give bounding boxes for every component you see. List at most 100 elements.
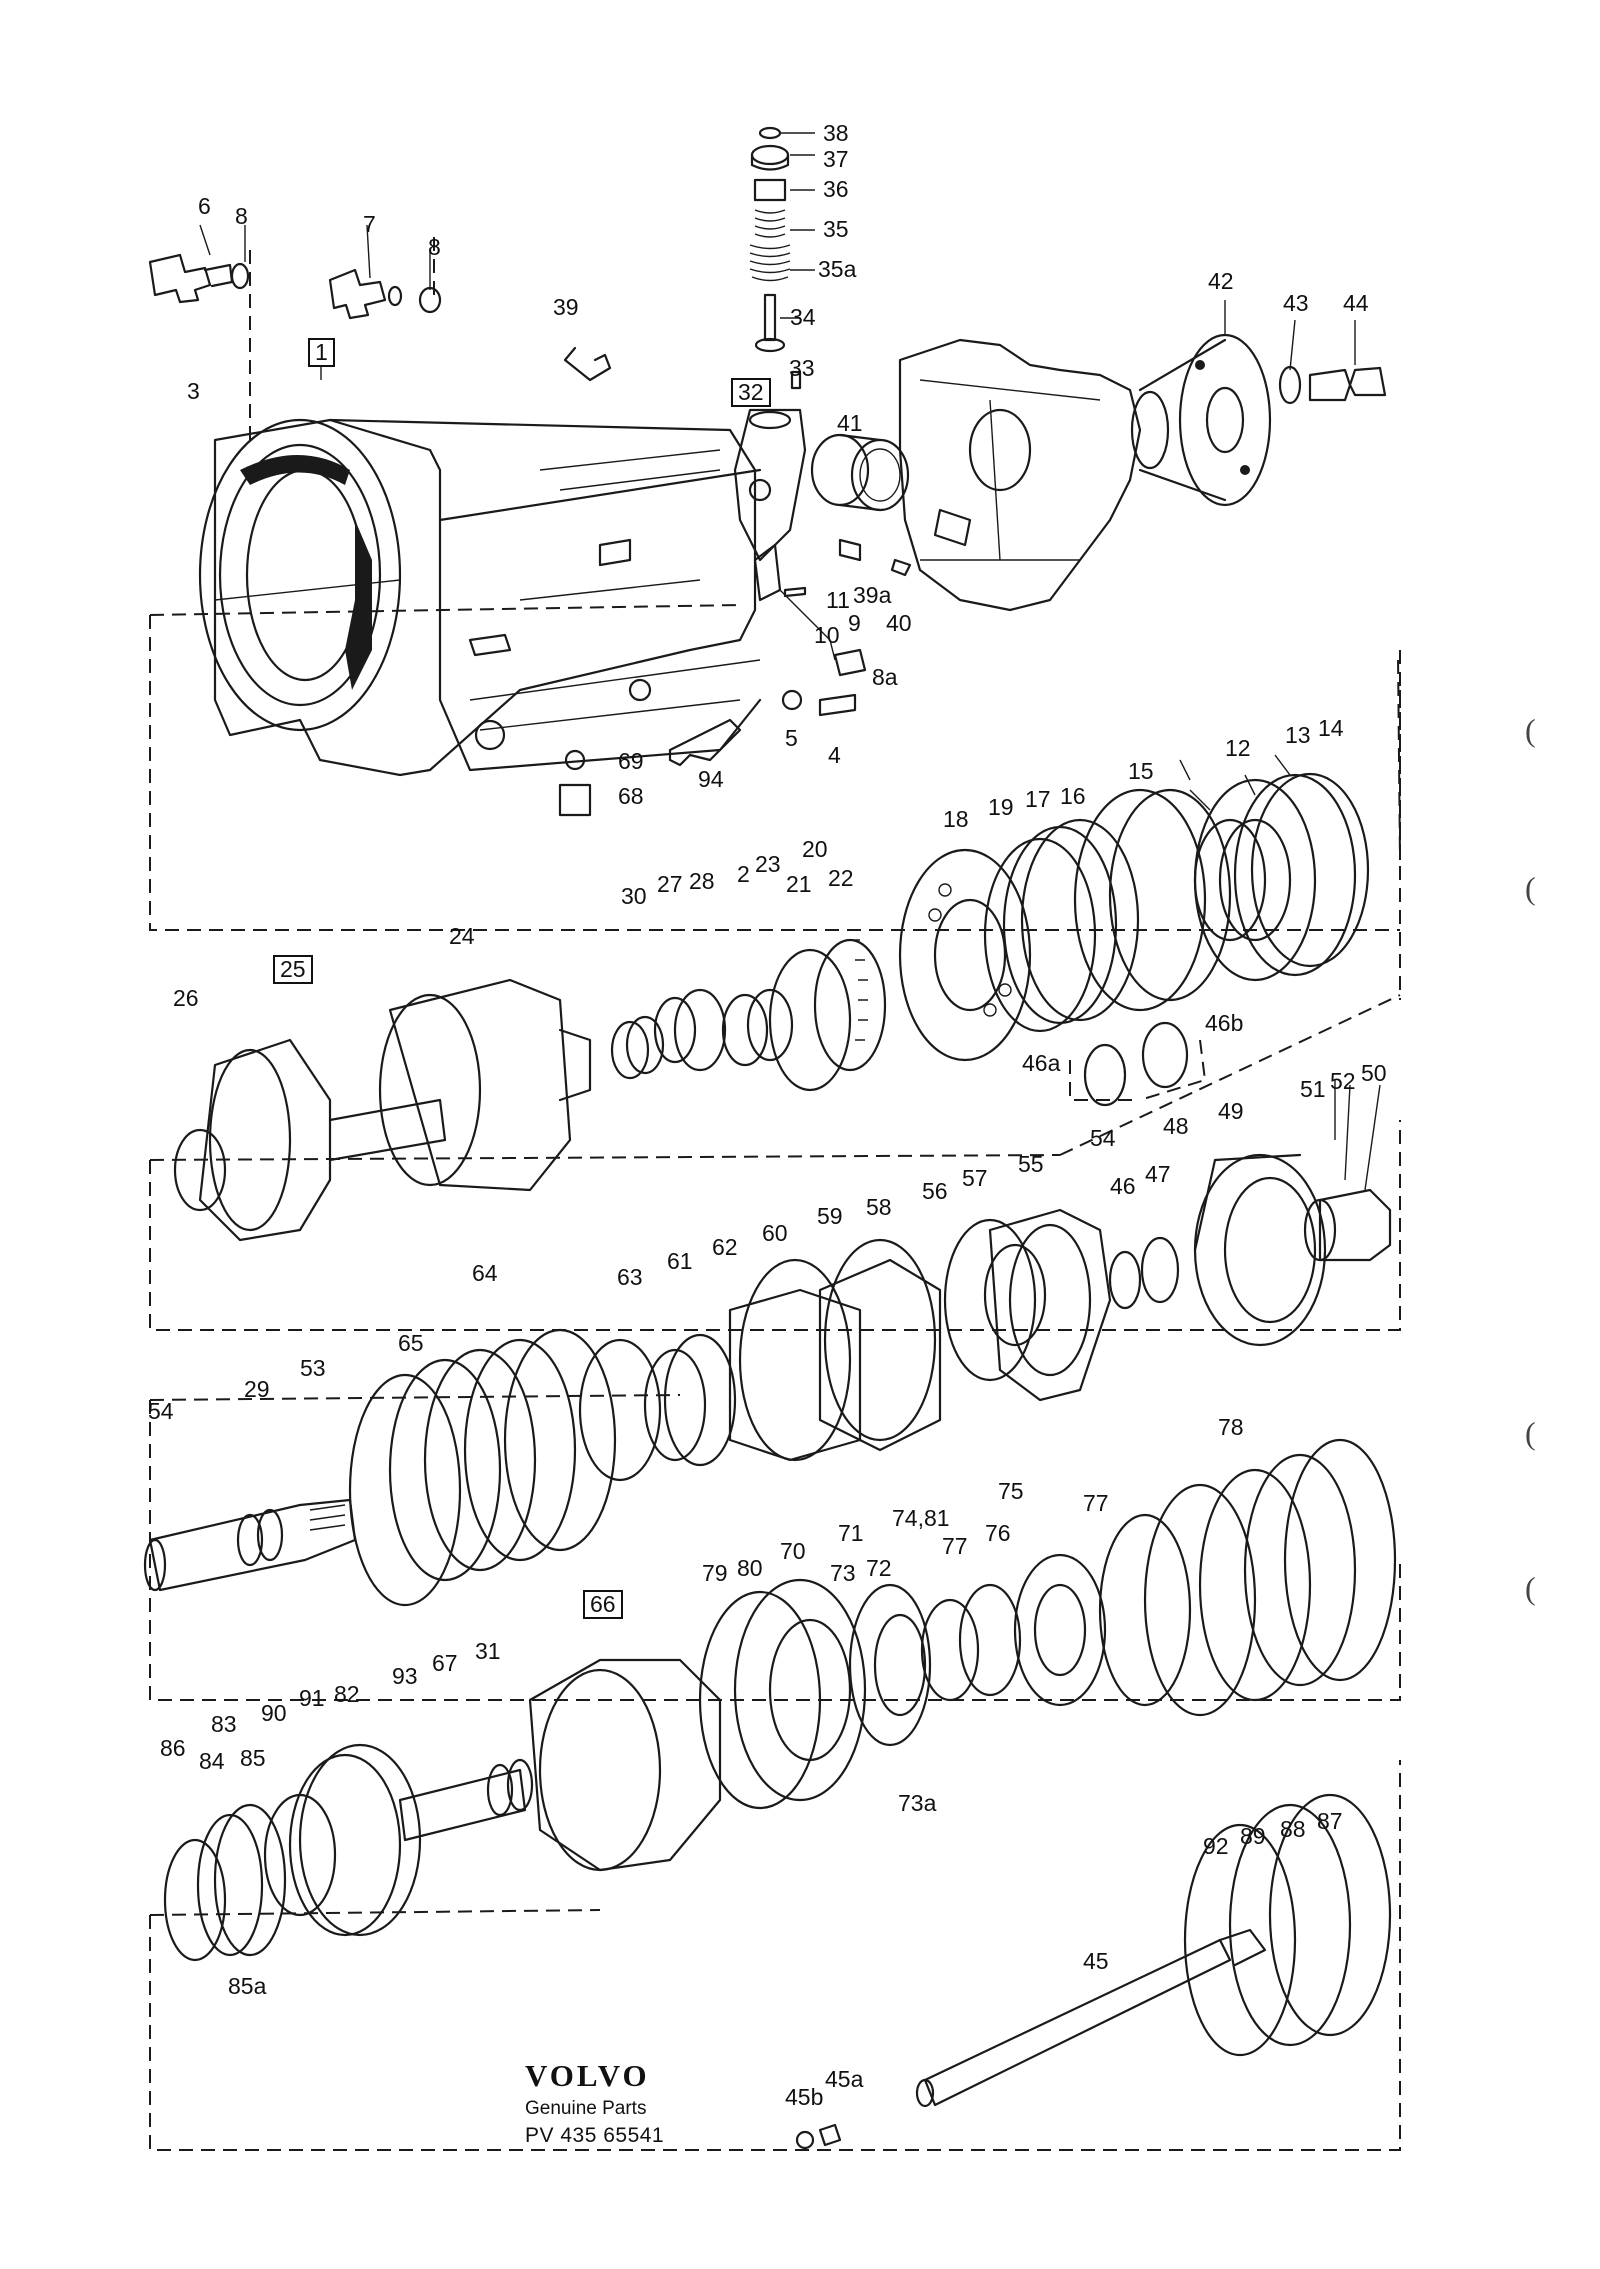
callout-74-81: 74,81 [892,1505,950,1531]
callout-22: 22 [828,865,854,891]
callout-65: 65 [398,1330,424,1356]
leader-lines [199,132,1381,1191]
transmission-case [198,418,762,777]
callout-49: 49 [1218,1098,1244,1124]
callout-39: 39 [553,294,579,320]
margin-mark: ( [1525,712,1536,748]
callout-56: 56 [922,1178,948,1204]
callout-93: 93 [392,1663,418,1689]
callout-17: 17 [1025,786,1051,812]
callout-46b: 46b [1205,1010,1244,1036]
callout-57: 57 [962,1165,988,1191]
callout-53: 53 [300,1355,326,1381]
valve-assembly [733,126,807,562]
callout-72: 72 [866,1555,892,1581]
callout-32: 32 [731,378,771,407]
callout-59: 59 [817,1203,843,1229]
callout-83: 83 [211,1711,237,1737]
callout-92: 92 [1203,1833,1229,1859]
callout-62: 62 [712,1234,738,1260]
callout-89: 89 [1240,1823,1266,1849]
callout-91: 91 [299,1685,325,1711]
margin-mark: ( [1525,870,1536,906]
planetary-row [143,1153,1392,1607]
callout-19: 19 [988,794,1014,820]
callout-77: 77 [1083,1490,1109,1516]
callout-16: 16 [1060,783,1086,809]
flange-42-bolt-44 [1130,333,1387,507]
callout-60: 60 [762,1220,788,1246]
callout-90: 90 [261,1700,287,1726]
callout-86: 86 [160,1735,186,1761]
callout-21: 21 [786,871,812,897]
callout-35: 35 [823,216,849,242]
callout-69: 69 [618,748,644,774]
extension-housing [898,338,1142,612]
callout-61: 61 [667,1248,693,1274]
callout-11: 11 [826,587,850,613]
callout-31: 31 [475,1638,501,1664]
callout-29: 29 [244,1376,270,1402]
callout-48: 48 [1163,1113,1189,1139]
callout-41: 41 [837,410,863,436]
part-number-label: PV 435 65541 [525,2124,665,2147]
callout-63: 63 [617,1264,643,1290]
callout-8: 8 [235,203,248,229]
callout-37: 37 [823,146,849,172]
callout-38: 38 [823,120,849,146]
callout-23: 23 [755,851,781,877]
callout-28: 28 [689,868,715,894]
callout-8-second: 8 [428,234,441,260]
callout-12: 12 [1225,735,1251,761]
callout-79: 79 [702,1560,728,1586]
fittings-6-7-8 [148,253,442,320]
callout-33: 33 [789,355,815,381]
callout-6: 6 [198,193,211,219]
callout-76: 76 [985,1520,1011,1546]
callout-30: 30 [621,883,647,909]
callout-88: 88 [1280,1816,1306,1842]
margin-mark: ( [1525,1415,1536,1451]
callout-54: 54 [1090,1125,1116,1151]
callout-36: 36 [823,176,849,202]
callout-54-second: 54 [148,1398,174,1424]
callout-7: 7 [363,211,376,237]
callout-45b: 45b [785,2084,824,2110]
callout-45a: 45a [825,2066,864,2092]
callout-55: 55 [1018,1151,1044,1177]
callout-46: 46 [1110,1173,1136,1199]
volvo-branding: VOLVO Genuine Parts PV 435 65541 [525,2058,705,2148]
callout-43: 43 [1283,290,1309,316]
callout-45: 45 [1083,1948,1109,1974]
callout-20: 20 [802,836,828,862]
callout-94: 94 [698,766,724,792]
callout-26: 26 [173,985,199,1011]
seals-46a-46b [1069,1021,1207,1107]
callout-8a: 8a [872,664,898,690]
callout-2: 2 [737,861,750,887]
callout-34: 34 [790,304,816,330]
callout-58: 58 [866,1194,892,1220]
callout-15: 15 [1128,758,1154,784]
callout-70: 70 [780,1538,806,1564]
callout-14: 14 [1318,715,1344,741]
callout-50: 50 [1361,1060,1387,1086]
callout-78: 78 [1218,1414,1244,1440]
callout-10: 10 [814,622,840,648]
callout-13: 13 [1285,722,1311,748]
callout-51: 51 [1300,1076,1326,1102]
callout-85a: 85a [228,1973,267,1999]
callout-66: 66 [583,1590,623,1619]
callout-24: 24 [449,923,475,949]
callout-40: 40 [886,610,912,636]
callout-82: 82 [334,1681,360,1707]
output-shaft-row [795,1793,1392,2150]
callout-35a: 35a [818,256,857,282]
callout-4: 4 [828,742,841,768]
callout-77-second: 77 [942,1533,968,1559]
sleeve-41 [810,433,910,512]
callout-39a: 39a [853,582,892,608]
volvo-logo: VOLVO [525,2058,650,2093]
